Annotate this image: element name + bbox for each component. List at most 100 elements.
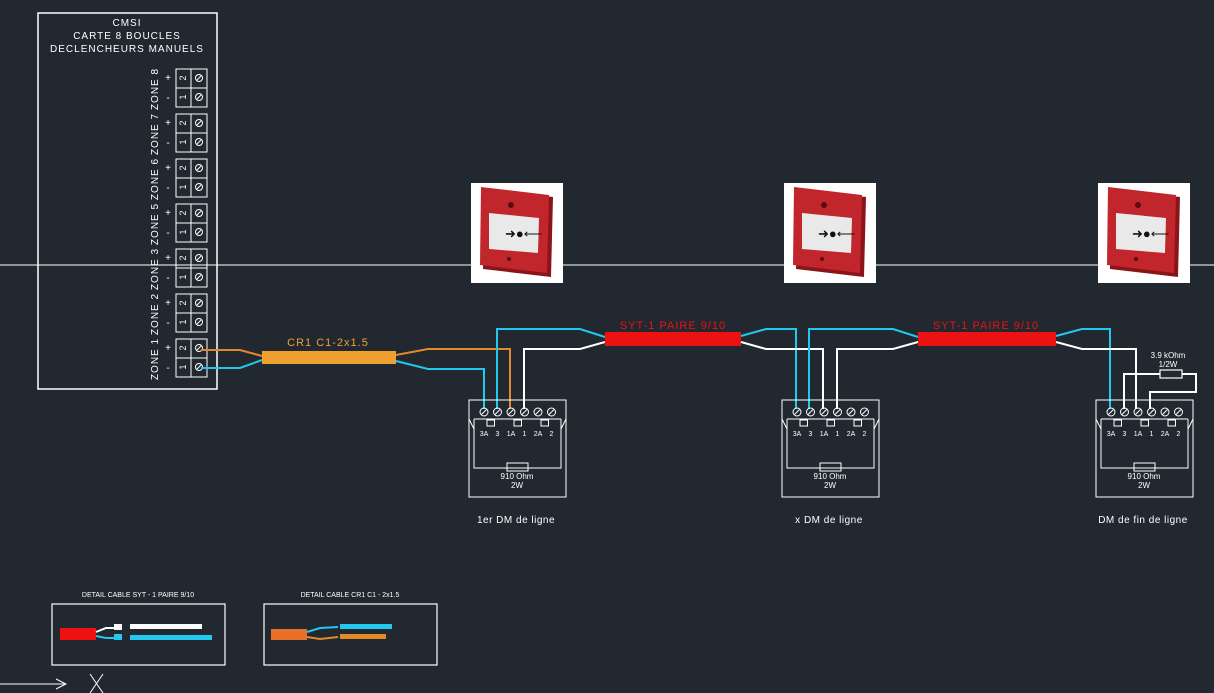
zone-plus-sign: + — [165, 253, 171, 264]
module-name: 1er DM de ligne — [477, 515, 555, 526]
screw-terminal — [195, 228, 203, 236]
zone-block-2: ZONE 7+-21 — [150, 113, 208, 155]
terminal-label: 3 — [809, 431, 813, 438]
manual-call-point-2 — [784, 183, 876, 283]
ucs-axis-icon — [0, 673, 104, 693]
screw-terminal — [1133, 407, 1143, 417]
screw-terminal — [1174, 407, 1183, 417]
screw-terminal — [195, 344, 203, 352]
terminal-label: 2A — [534, 431, 543, 438]
screw-terminal — [1120, 407, 1129, 417]
module-resistor — [506, 462, 529, 472]
zone-terminal-number: 2 — [178, 345, 188, 350]
screw-terminal — [819, 407, 829, 417]
syt-cable-label-2: SYT-1 PAIRE 9/10 — [933, 320, 1039, 332]
manual-call-point-1 — [471, 183, 563, 283]
detail-cr1-title: DETAIL CABLE CR1 C1 - 2x1.5 — [301, 592, 400, 599]
terminal-label: 1A — [820, 431, 829, 438]
zone-plus-sign: + — [165, 73, 171, 84]
screw-terminal — [479, 407, 489, 417]
module-name: x DM de ligne — [795, 515, 863, 526]
zone-label: ZONE 3 — [150, 248, 161, 290]
zone-label: ZONE 1 — [150, 338, 161, 380]
zone-plus-sign: + — [165, 298, 171, 309]
panel-title-2: CARTE 8 BOUCLES — [73, 31, 181, 42]
zone-minus-sign: - — [166, 93, 169, 104]
zone-minus-sign: - — [166, 228, 169, 239]
cmsi-panel: CMSI CARTE 8 BOUCLES DECLENCHEURS MANUEL… — [37, 12, 218, 390]
syt-cable-sheath-1 — [605, 332, 741, 346]
eol-resistor-value: 3.9 kOhm — [1151, 351, 1186, 360]
cable-cr1: CR1 C1-2x1.5 — [201, 337, 511, 409]
zone-minus-sign: - — [166, 318, 169, 329]
screw-terminal — [533, 407, 543, 417]
screw-terminal — [1147, 407, 1156, 417]
manual-call-point-3 — [1098, 183, 1190, 283]
zone-plus-sign: + — [165, 343, 171, 354]
zone-terminal-number: 2 — [178, 210, 188, 215]
zone-minus-sign: - — [166, 273, 169, 284]
zone-label: ZONE 2 — [150, 293, 161, 335]
zone-terminal-number: 2 — [178, 75, 188, 80]
zone-plus-sign: + — [165, 208, 171, 219]
terminal-label: 1A — [1134, 431, 1143, 438]
zone-minus-sign: - — [166, 183, 169, 194]
module-resistor-value: 910 Ohm — [814, 472, 847, 481]
zone-terminal-number: 2 — [178, 165, 188, 170]
terminal-label: 1 — [836, 431, 840, 438]
terminal-label: 1A — [507, 431, 516, 438]
zone-terminal-number: 1 — [178, 274, 188, 279]
terminal-label: 2A — [1161, 431, 1170, 438]
zone-minus-sign: - — [166, 363, 169, 374]
module-resistor-value: 910 Ohm — [501, 472, 534, 481]
terminal-label: 3A — [480, 431, 489, 438]
zone-block-3: ZONE 6 + - 2 1 — [150, 158, 208, 200]
zone-label: ZONE 6 — [150, 158, 161, 200]
zone-plus-sign: + — [165, 163, 171, 174]
zone-terminal-number: 1 — [178, 184, 188, 189]
screw-terminal — [520, 407, 529, 417]
screw-terminal — [195, 273, 203, 281]
cable-syt-1: SYT-1 PAIRE 9/10 — [496, 320, 824, 409]
zone-terminal-number: 2 — [178, 120, 188, 125]
screw-terminal — [1160, 407, 1170, 417]
screw-terminal — [195, 119, 203, 127]
zone-plus-sign: + — [165, 118, 171, 129]
zone-label: ZONE 7 — [150, 113, 161, 155]
screw-terminal — [506, 407, 516, 417]
syt-cable-label-1: SYT-1 PAIRE 9/10 — [620, 320, 726, 332]
screw-terminal — [547, 407, 556, 417]
screw-terminal — [195, 164, 203, 172]
module-resistor-value: 910 Ohm — [1128, 472, 1161, 481]
terminal-label: 1 — [1150, 431, 1154, 438]
terminal-label: 3A — [1107, 431, 1116, 438]
module-resistor — [1133, 462, 1156, 472]
screw-terminal — [195, 183, 203, 191]
zone-terminal-number: 1 — [178, 319, 188, 324]
zone-block-5: ZONE 3+-21 — [150, 248, 208, 290]
screw-terminal — [195, 74, 203, 82]
screw-terminal — [195, 138, 203, 146]
terminal-label: 3 — [1123, 431, 1127, 438]
module-resistor-power: 2W — [824, 481, 836, 490]
zone-block-1: ZONE 8+-21 — [150, 68, 208, 110]
module-name: DM de fin de ligne — [1098, 515, 1188, 526]
screw-terminal — [195, 299, 203, 307]
zone-label: ZONE 8 — [150, 68, 161, 110]
terminal-label: 3 — [496, 431, 500, 438]
module-resistor — [819, 462, 842, 472]
module-resistor-power: 2W — [1138, 481, 1150, 490]
screw-terminal — [833, 407, 842, 417]
panel-title-1: CMSI — [113, 18, 142, 29]
terminal-label: 1 — [523, 431, 527, 438]
zone-block-6: ZONE 2+-21 — [150, 293, 208, 335]
zone-label: ZONE 5 — [150, 203, 161, 245]
panel-title-3: DECLENCHEURS MANUELS — [50, 44, 204, 55]
zone-terminal-number: 1 — [178, 229, 188, 234]
screw-terminal — [493, 407, 502, 417]
zone-block-7: ZONE 1+-21 — [150, 338, 208, 380]
